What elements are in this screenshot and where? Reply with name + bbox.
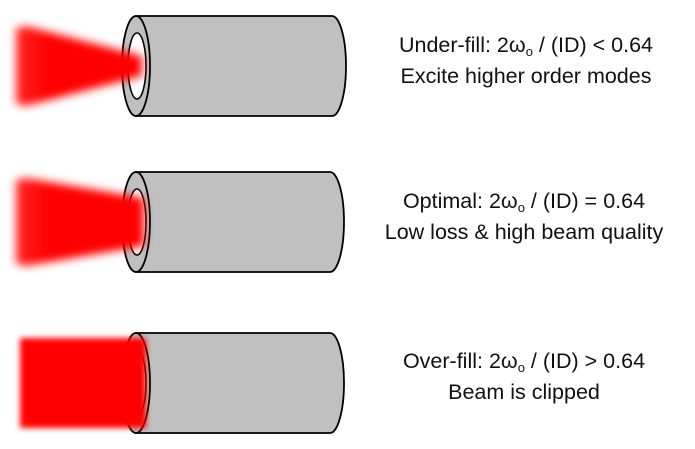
caption-description: Low loss & high beam quality <box>384 220 664 244</box>
tube-under-fill <box>121 15 347 117</box>
laser-beam-optimal <box>16 178 144 266</box>
tube-optimal <box>121 171 345 273</box>
tube-body <box>135 332 345 434</box>
caption-description: Beam is clipped <box>448 380 600 404</box>
caption-description: Excite higher order modes <box>400 64 652 88</box>
caption-formula: Over-fill: 2ωo / (ID) > 0.64 <box>402 349 646 375</box>
tube-over-fill <box>121 332 345 434</box>
caption-optimal: Optimal: 2ωo / (ID) = 0.64 Low loss & hi… <box>359 186 689 248</box>
caption-formula: Under-fill: 2ωo / (ID) < 0.64 <box>398 33 654 59</box>
panel-over-fill <box>20 332 345 434</box>
caption-formula: Optimal: 2ωo / (ID) = 0.64 <box>402 189 646 215</box>
caption-over-fill: Over-fill: 2ωo / (ID) > 0.64 Beam is cli… <box>359 346 689 408</box>
tube-body <box>135 171 345 273</box>
laser-beam-over-fill <box>20 338 146 428</box>
panel-optimal <box>16 171 345 273</box>
caption-under-fill: Under-fill: 2ωo / (ID) < 0.64 Excite hig… <box>361 30 691 92</box>
laser-beam-under-fill <box>16 26 142 106</box>
panel-under-fill <box>16 15 347 117</box>
tube-body <box>135 15 347 117</box>
